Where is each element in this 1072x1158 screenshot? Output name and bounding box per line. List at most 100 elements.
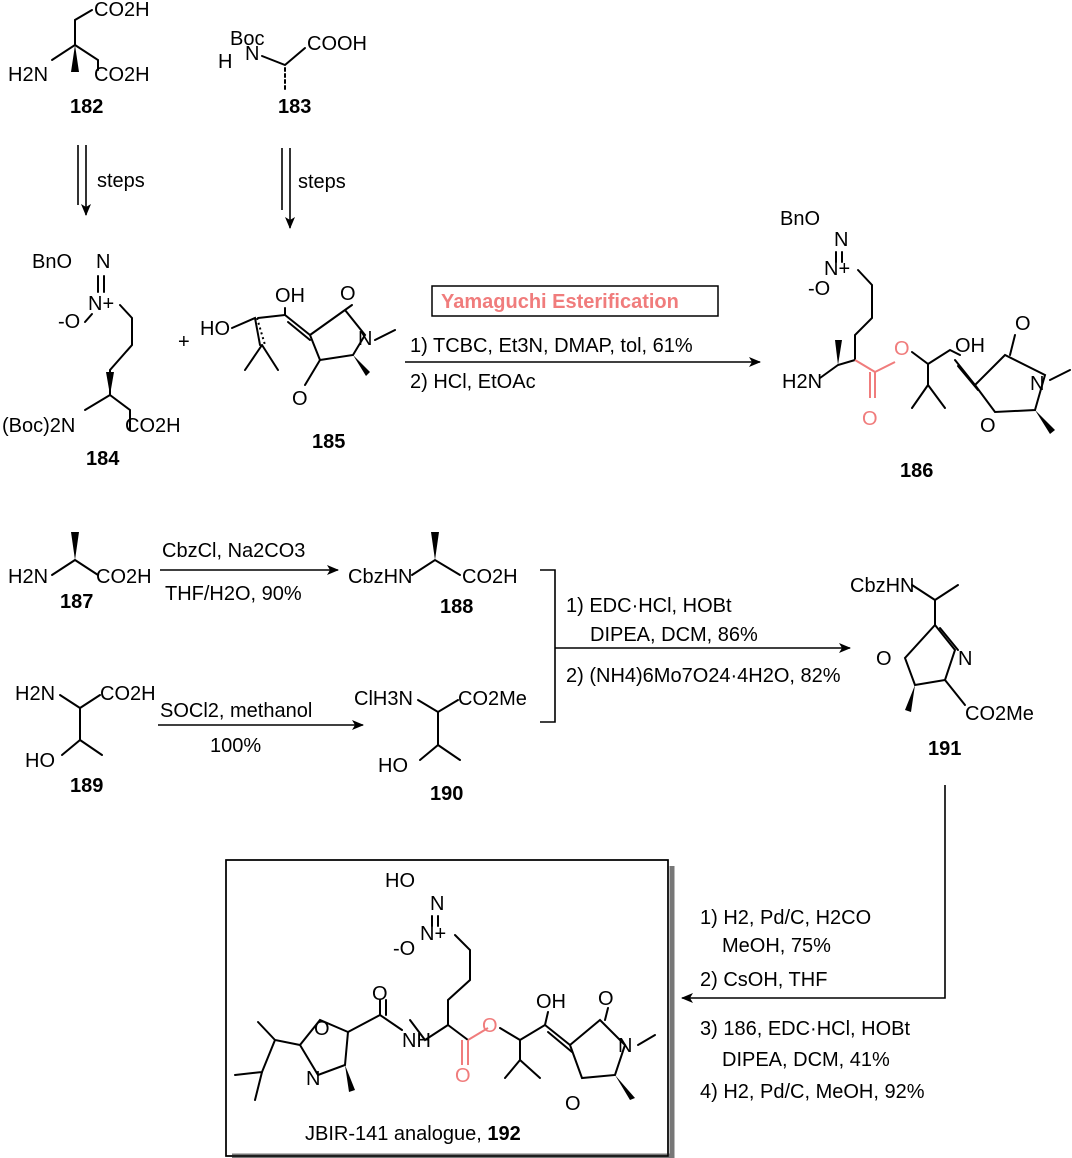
chem-text: CO2H: [462, 566, 518, 588]
chem-text: N: [430, 893, 444, 915]
chem-text: 1) EDC·HCl, HOBt: [566, 595, 732, 617]
chem-text: 1) H2, Pd/C, H2CO: [700, 907, 871, 929]
compound-184: BnO N N+ -O (Boc)2N CO2H 184: [2, 251, 181, 470]
chem-text: H2N: [15, 683, 55, 705]
chem-text: O: [340, 283, 356, 305]
chem-text: N+: [420, 923, 446, 945]
chem-text: CO2H: [125, 415, 181, 437]
chem-text: O: [1015, 313, 1031, 335]
chem-text: N: [96, 251, 110, 273]
compound-186: BnO N N+ -O H2N O O OH O N O 186: [780, 208, 1071, 482]
chem-text: BnO: [32, 251, 72, 273]
chem-text: OH: [536, 991, 566, 1013]
chem-text: H2N: [8, 566, 48, 588]
compound-191: CbzHN O N CO2Me 191: [850, 575, 1034, 760]
final-arrow: 1) H2, Pd/C, H2CO MeOH, 75% 2) CsOH, THF…: [681, 785, 946, 1103]
compound-182: CO2H H2N CO2H 182: [8, 0, 150, 118]
chem-text: SOCl2, methanol: [160, 700, 312, 722]
chem-text: H2N: [782, 371, 822, 393]
chem-text: (Boc)2N: [2, 415, 75, 437]
chem-text: CO2Me: [458, 688, 527, 710]
compound-190: ClH3N CO2Me HO 190: [354, 688, 527, 805]
chem-text: 100%: [210, 735, 261, 757]
chem-text: OH: [275, 285, 305, 307]
chem-text: CO2Me: [965, 703, 1034, 725]
compound-label-189: 189: [70, 775, 103, 797]
chem-text: 1) TCBC, Et3N, DMAP, tol, 61%: [410, 335, 693, 357]
chem-text: -O: [808, 278, 830, 300]
chem-text: HO: [385, 870, 415, 892]
chem-text: HO: [200, 318, 230, 340]
chem-text: CbzCl, Na2CO3: [162, 540, 305, 562]
compound-label-186: 186: [900, 460, 933, 482]
compound-192-box: HO N N+ -O NH O O N O O OH O N O JBIR-14…: [225, 859, 675, 1158]
compound-name-192: JBIR-141 analogue, 192: [305, 1123, 521, 1145]
chem-text: N: [834, 229, 848, 251]
chem-text: steps: [97, 170, 145, 192]
compound-189: H2N CO2H HO 189: [15, 683, 156, 797]
chem-text: O: [314, 1018, 330, 1040]
compound-label-182: 182: [70, 96, 103, 118]
chem-text: O: [876, 648, 892, 670]
chem-text: H: [218, 51, 232, 73]
chem-text: ClH3N: [354, 688, 413, 710]
chem-text: CbzHN: [850, 575, 914, 597]
chem-text: HO: [378, 755, 408, 777]
arrow-189-190: SOCl2, methanol 100%: [158, 700, 364, 757]
compound-label-190: 190: [430, 783, 463, 805]
chem-text: N: [1030, 373, 1044, 395]
chem-text: O: [598, 988, 614, 1010]
chem-text: 2) HCl, EtOAc: [410, 371, 536, 393]
compound-label-184: 184: [86, 448, 120, 470]
chem-text: O: [894, 338, 910, 360]
compound-label-188: 188: [440, 596, 473, 618]
plus-sign: +: [178, 331, 190, 353]
chem-text: 3) 186, EDC·HCl, HOBt: [700, 1018, 910, 1040]
coupling-arrow: 1) EDC·HCl, HOBt DIPEA, DCM, 86% 2) (NH4…: [540, 569, 851, 723]
chem-text: N+: [88, 293, 114, 315]
chem-text: CbzHN: [348, 566, 412, 588]
chem-text: N+: [824, 258, 850, 280]
chem-text: MeOH, 75%: [722, 935, 831, 957]
chem-text: NH: [402, 1030, 431, 1052]
chem-text: O: [292, 388, 308, 410]
chem-text: -O: [58, 311, 80, 333]
chem-text: 2) CsOH, THF: [700, 969, 827, 991]
yamaguchi-arrow: Yamaguchi Esterification 1) TCBC, Et3N, …: [405, 285, 761, 393]
compound-185: OH O HO N O 185: [200, 283, 396, 453]
chem-text: O: [980, 415, 996, 437]
arrow-183-185: steps: [281, 148, 346, 229]
chem-text: N: [245, 43, 259, 65]
chem-text: DIPEA, DCM, 86%: [590, 624, 758, 646]
chem-text: H2N: [8, 64, 48, 86]
chem-text: CO2H: [96, 566, 152, 588]
compound-187: H2N CO2H 187: [8, 532, 152, 613]
chem-text: HO: [25, 750, 55, 772]
arrow-182-184: steps: [77, 145, 145, 216]
chem-text: 2) (NH4)6Mo7O24·4H2O, 82%: [566, 665, 841, 687]
chem-text: N: [358, 328, 372, 350]
chem-text: O: [862, 408, 878, 430]
chem-text: Boc: [230, 28, 264, 50]
chem-text: O: [455, 1065, 471, 1087]
chem-text: O: [372, 983, 388, 1005]
yamaguchi-box: [431, 285, 719, 317]
chem-text: N: [618, 1035, 632, 1057]
chem-text: BnO: [780, 208, 820, 230]
chem-text: N: [306, 1068, 320, 1090]
compound-label-191: 191: [928, 738, 961, 760]
chem-text: CO2H: [94, 64, 150, 86]
compound-label-183: 183: [278, 96, 311, 118]
chem-text: steps: [298, 171, 346, 193]
chem-text: O: [482, 1015, 498, 1037]
chem-text: CO2H: [94, 0, 150, 21]
chem-text: THF/H2O, 90%: [165, 583, 302, 605]
chem-text: CO2H: [100, 683, 156, 705]
yamaguchi-title: Yamaguchi Esterification: [441, 291, 679, 313]
arrow-187-188: CbzCl, Na2CO3 THF/H2O, 90%: [160, 540, 339, 605]
chem-text: 4) H2, Pd/C, MeOH, 92%: [700, 1081, 925, 1103]
chem-text: COOH: [307, 33, 367, 55]
compound-label-187: 187: [60, 591, 93, 613]
compound-label-185: 185: [312, 431, 345, 453]
